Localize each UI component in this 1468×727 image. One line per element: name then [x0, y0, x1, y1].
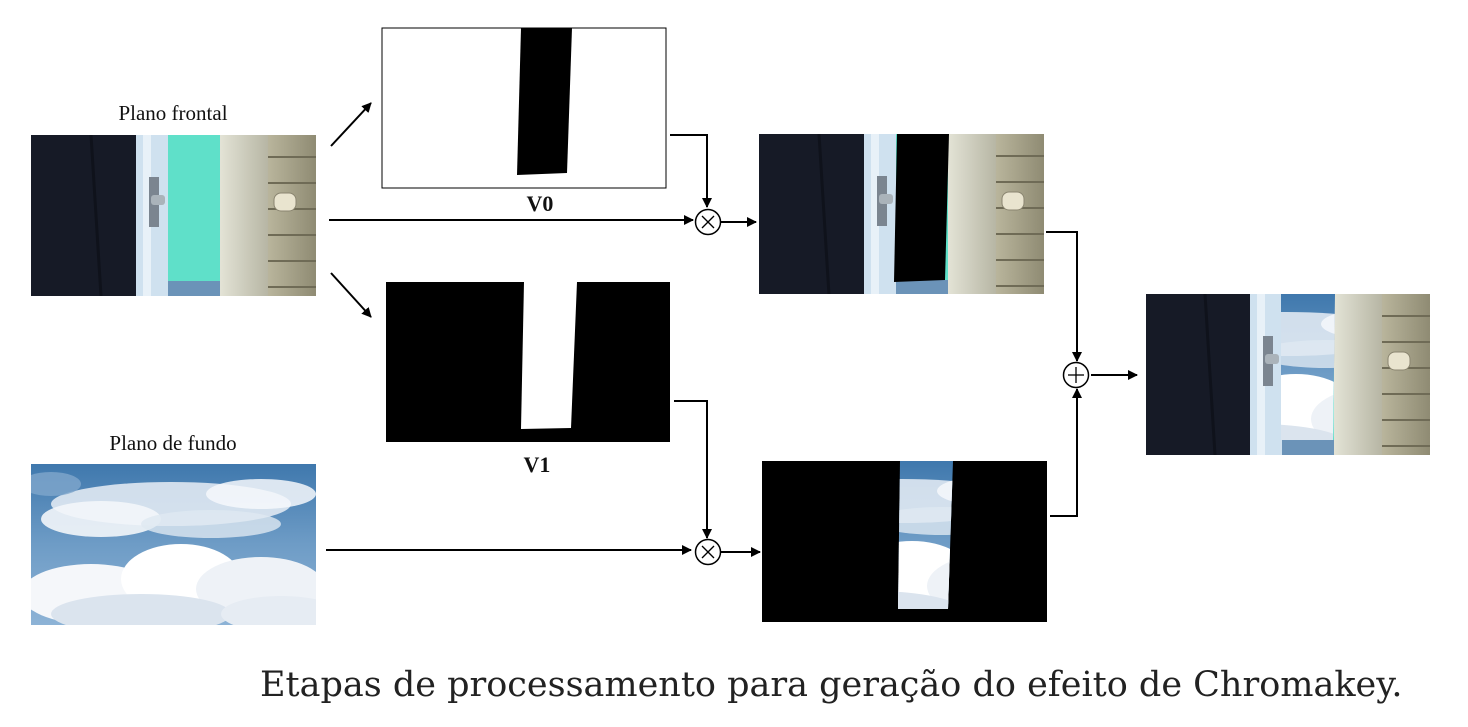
front-plane-image: [31, 135, 316, 296]
arrow-v0-to-multiply-top: [670, 134, 712, 208]
connector-arrows: [326, 102, 1138, 557]
chromakey-result-image: [1146, 294, 1430, 455]
arrow-front-to-v1: [330, 272, 372, 318]
v1-mask-image: [386, 282, 670, 442]
times-operator-icon: [694, 208, 722, 236]
front-plane-label: Plano frontal: [118, 101, 228, 125]
v0-label: V0: [526, 191, 554, 216]
plus-operator-icon: [1062, 361, 1090, 389]
arrow-product-top-to-add: [1046, 231, 1082, 362]
background-plane-label: Plano de fundo: [109, 431, 237, 455]
arrow-v1-to-multiply-bottom: [674, 400, 712, 539]
figure-caption: Etapas de processamento para geração do …: [260, 665, 1403, 705]
masked-background-image: [762, 461, 1047, 622]
arrow-front-to-v0: [330, 102, 372, 147]
arrow-product-bottom-to-add: [1050, 388, 1082, 517]
background-plane-image: [31, 464, 316, 625]
v0-mask-image: [381, 27, 667, 189]
v1-label: V1: [523, 452, 551, 477]
masked-front-image: [759, 134, 1044, 294]
times-operator-icon: [694, 538, 722, 566]
